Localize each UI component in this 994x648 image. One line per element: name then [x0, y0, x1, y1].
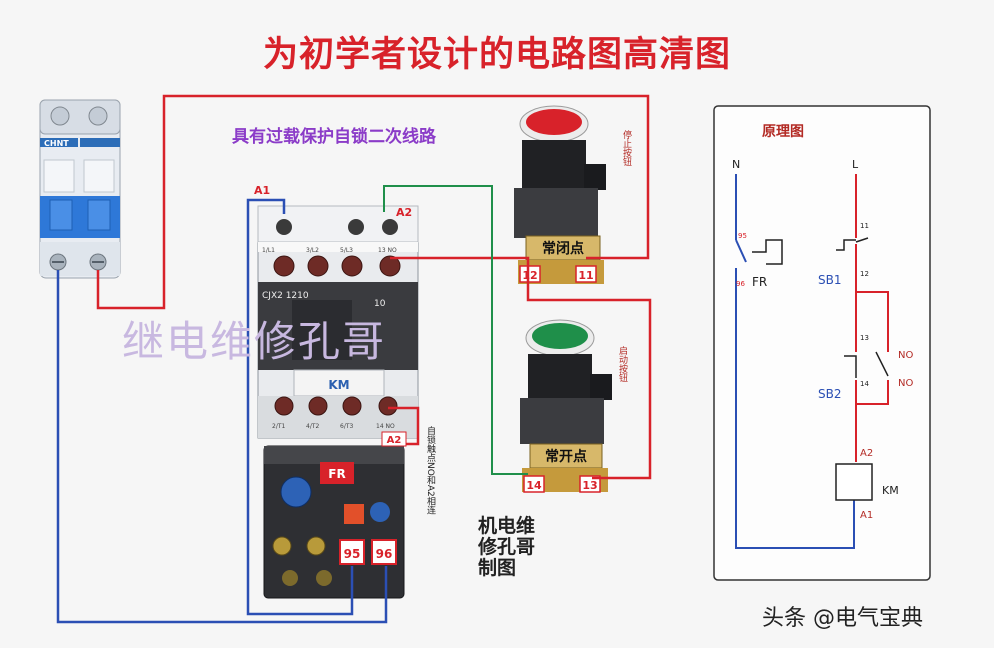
stop-button[interactable]: 常闭点 12 11 — [514, 105, 606, 284]
circuit-breaker[interactable]: CHNT — [39, 99, 121, 279]
stop-side-label: 停止按钮 — [621, 129, 632, 166]
terminal-bottom-2: 4/T2 — [306, 423, 320, 430]
wire-stop-to-start — [526, 272, 652, 480]
terminal-bottom-3: 6/T3 — [340, 423, 354, 430]
schematic-panel: 原理图 N L 95 96 FR 11 12 SB1 13 14 SB2 NO … — [713, 105, 931, 581]
overload-t96: 96 — [376, 547, 393, 561]
maker-credit: 机电维修孔哥制图 — [478, 515, 536, 579]
contactor-model: CJX2 1210 — [262, 291, 309, 301]
terminal-bottom-4: 14 NO — [376, 423, 395, 430]
schematic-l: L — [852, 158, 859, 171]
schematic-sb2: SB2 — [818, 387, 841, 401]
schematic-no-1: NO — [898, 350, 913, 361]
footer-credit: 头条 @电气宝典 — [762, 606, 923, 631]
start-side-label: 启动按钮 — [617, 345, 628, 382]
overload-label: FR — [328, 467, 345, 481]
schematic-fr: FR — [752, 275, 767, 289]
overload-t95: 95 — [344, 547, 361, 561]
start-terminal-14: 14 — [526, 479, 542, 492]
schematic-fr-95: 95 — [738, 232, 747, 240]
wire-neutral — [56, 270, 388, 624]
wire-stop-to-km13 — [390, 256, 530, 272]
contactor-aux: 10 — [374, 299, 386, 309]
self-lock-note: 自锁触点NO和A2相连 — [425, 425, 436, 516]
schematic-t14: 14 — [860, 380, 869, 388]
terminal-top-2: 3/L2 — [306, 247, 319, 254]
contactor-km[interactable]: CJX2 1210 10 KM 1/L1 3/L2 5/L3 13 NO 2/T… — [257, 205, 419, 439]
schematic-t13: 13 — [860, 334, 869, 342]
contactor-label: KM — [328, 378, 349, 392]
circuit-subtitle: 具有过载保护自锁二次线路 — [232, 127, 436, 147]
coil-a2-label: A2 — [396, 206, 412, 219]
schematic-t12: 12 — [860, 270, 869, 278]
coil-a1-label: A1 — [254, 184, 270, 197]
terminal-top-1: 1/L1 — [262, 247, 275, 254]
schematic-title: 原理图 — [762, 124, 804, 140]
schematic-no-2: NO — [898, 378, 913, 389]
schematic-fr-96: 96 — [736, 280, 745, 288]
terminal-top-3: 5/L3 — [340, 247, 353, 254]
schematic-n: N — [732, 158, 740, 171]
wire-a1 — [246, 198, 354, 616]
start-terminal-13: 13 — [582, 479, 597, 492]
wire-a2-to-start — [383, 185, 528, 475]
schematic-a2: A2 — [860, 448, 873, 459]
breaker-brand: CHNT — [44, 139, 69, 148]
schematic-km: KM — [882, 484, 899, 497]
stop-terminal-12: 12 — [522, 269, 537, 282]
schematic-sb1: SB1 — [818, 273, 841, 287]
terminal-bottom-1: 2/T1 — [272, 423, 286, 430]
coil-a2-lower: A2 — [387, 435, 402, 446]
page-title: 为初学者设计的电路图高清图 — [262, 34, 731, 75]
wire-live — [96, 94, 650, 310]
schematic-t11: 11 — [860, 222, 869, 230]
start-plate-label: 常开点 — [545, 448, 587, 465]
schematic-a1: A1 — [860, 510, 873, 521]
stop-terminal-11: 11 — [578, 269, 593, 282]
terminal-top-4: 13 NO — [378, 247, 397, 254]
overload-relay-fr[interactable]: FR 95 96 — [263, 445, 405, 599]
watermark: 继电维修孔哥 — [122, 317, 387, 366]
stop-plate-label: 常闭点 — [542, 240, 584, 257]
start-button[interactable]: 常开点 14 13 — [520, 319, 612, 493]
